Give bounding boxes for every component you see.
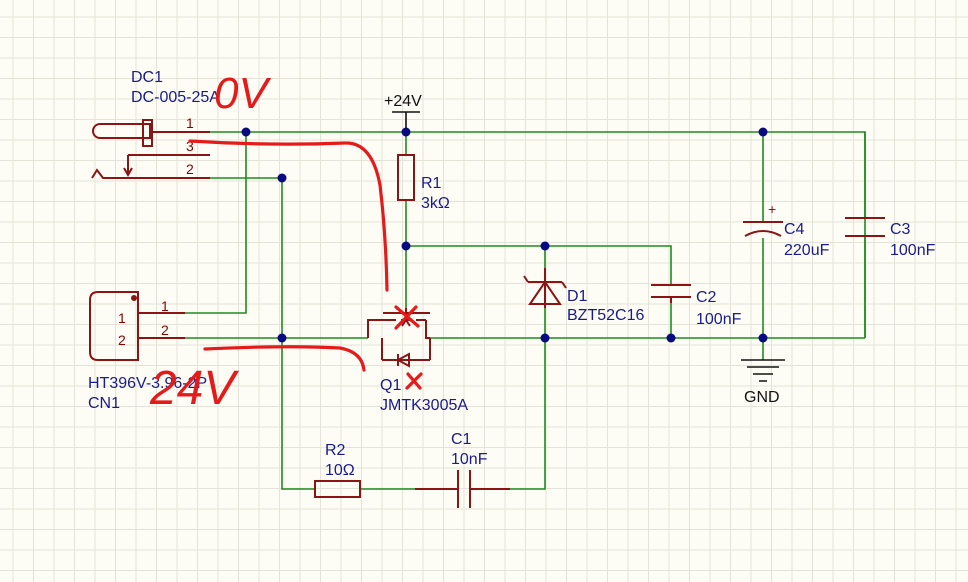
d1-value: BZT52C16 — [567, 307, 644, 324]
c2-capacitor: C2 100nF — [651, 284, 742, 328]
c4-designator: C4 — [784, 221, 805, 238]
c4-capacitor: + C4 220uF — [743, 201, 830, 259]
cn1-pin1-marker — [131, 295, 137, 301]
r2-designator: R2 — [325, 442, 346, 459]
vcc-port: +24V — [384, 93, 422, 132]
q1-designator: Q1 — [380, 377, 401, 394]
r2-value: 10Ω — [325, 462, 355, 479]
junction — [758, 127, 768, 137]
junction — [241, 127, 251, 137]
junction — [540, 241, 550, 251]
r1-value: 3kΩ — [421, 195, 450, 212]
cn1-designator: CN1 — [88, 395, 120, 412]
junction — [401, 241, 411, 251]
c1-designator: C1 — [451, 431, 472, 448]
junctions — [241, 127, 768, 343]
c2-value: 100nF — [696, 311, 742, 328]
cn1-connector: 1 2 1 2 HT396V-3.96-2P CN1 — [88, 291, 207, 412]
cn1-outer-pin2: 2 — [161, 322, 169, 338]
dc1-pin3-label: 3 — [186, 138, 194, 154]
c3-value: 100nF — [890, 242, 936, 259]
junction — [666, 333, 676, 343]
dc1-jack: 1 3 2 DC1 DC-005-25A — [91, 69, 220, 179]
r1-resistor: R1 3kΩ — [397, 154, 450, 212]
c1-value: 10nF — [451, 451, 488, 468]
dc1-pin2-label: 2 — [186, 161, 194, 177]
annotation-wire-0v — [188, 139, 389, 292]
dc1-pin1-label: 1 — [186, 115, 194, 131]
c2-designator: C2 — [696, 289, 717, 306]
q1-mosfet: Q1 JMTK3005A — [367, 308, 468, 414]
c3-designator: C3 — [890, 221, 911, 238]
c3-capacitor: C3 100nF — [845, 217, 936, 259]
vcc-label: +24V — [384, 93, 422, 110]
gnd-port: GND — [741, 359, 785, 406]
annotation-0v-label: 0V — [214, 69, 271, 118]
junction — [758, 333, 768, 343]
wires — [185, 131, 866, 490]
annotation-24v-label: 24V — [149, 362, 239, 415]
cn1-outer-pin1: 1 — [161, 298, 169, 314]
junction — [277, 333, 287, 343]
gnd-label: GND — [744, 389, 780, 406]
r2-resistor: R2 10Ω — [314, 442, 361, 498]
cn1-inner-pin1: 1 — [118, 310, 126, 326]
junction — [540, 333, 550, 343]
cn1-value: HT396V-3.96-2P — [88, 375, 207, 392]
d1-designator: D1 — [567, 288, 588, 305]
r1-designator: R1 — [421, 175, 442, 192]
c1-capacitor: C1 10nF — [415, 431, 510, 508]
hand-annotations: 0V 24V — [149, 69, 423, 415]
annotation-wire-24v — [203, 345, 366, 372]
d1-zener: D1 BZT52C16 — [523, 268, 644, 324]
annotation-x-mark — [394, 305, 420, 330]
junction — [401, 127, 411, 137]
dc1-designator: DC1 — [131, 69, 163, 86]
dc1-value: DC-005-25A — [131, 89, 220, 106]
c4-value: 220uF — [784, 242, 830, 259]
annotation-x-mark — [405, 372, 423, 390]
q1-value: JMTK3005A — [380, 397, 468, 414]
c4-polarity: + — [768, 201, 776, 217]
cn1-inner-pin2: 2 — [118, 332, 126, 348]
junction — [277, 173, 287, 183]
